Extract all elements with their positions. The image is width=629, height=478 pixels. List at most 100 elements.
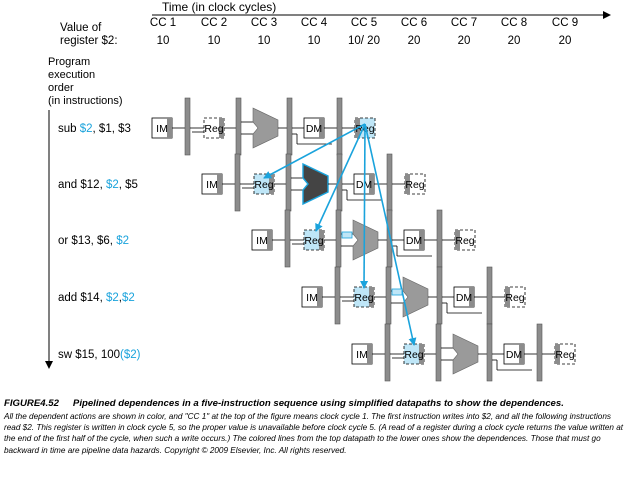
pipeline-register-bar	[436, 209, 443, 268]
register-value: 10	[208, 35, 221, 47]
pipeline-register-bar	[486, 266, 493, 325]
pipeline-register-bar	[336, 97, 343, 156]
instruction-text: add $14,	[58, 292, 106, 304]
register-value: 20	[559, 35, 572, 47]
instruction-label: sw $15, 100($2)	[58, 349, 141, 361]
register-file-read-label: Reg	[404, 349, 423, 361]
pipeline-register-bar	[335, 209, 342, 268]
instruction-memory: IM	[301, 286, 323, 308]
dependence-lines	[263, 123, 417, 346]
caption-title-text: Pipelined dependences in a five-instruct…	[72, 398, 564, 409]
instruction-text: , $1, $3	[93, 123, 131, 135]
pipeline-register-bar	[235, 97, 242, 156]
register-value: 10/ 20	[348, 35, 380, 47]
instruction-label: sub $2, $1, $3	[58, 123, 131, 135]
clock-cycle-label: CC 9	[552, 17, 578, 29]
write-half-shade	[267, 230, 272, 250]
write-half-shade	[369, 174, 374, 194]
pipeline-row: IM Reg DM Reg	[351, 323, 576, 382]
register-value: 10	[308, 35, 321, 47]
write-half-shade	[469, 287, 474, 307]
register-file-write-label: Reg	[505, 292, 524, 304]
pipeline-register-bar	[436, 266, 443, 325]
figure-number: FIGURE4.52	[4, 398, 59, 409]
forwarded-operand-highlight	[391, 288, 403, 296]
time-axis-label: Time (in clock cycles)	[162, 0, 276, 14]
dependence-arrow	[315, 123, 366, 232]
pipeline-register-bar	[386, 209, 393, 268]
data-memory-label: DM	[306, 123, 322, 135]
clock-cycle-label: CC 6	[401, 17, 427, 29]
program-order-line-2: execution	[48, 69, 95, 81]
pipeline-register-bar	[536, 323, 543, 382]
clock-cycle-label: CC 3	[251, 17, 277, 29]
instruction-memory: IM	[151, 117, 173, 139]
register-value: 10	[157, 35, 170, 47]
pipeline-register-bar	[184, 97, 191, 156]
data-memory-label: DM	[406, 235, 422, 247]
write-half-shade	[319, 230, 324, 250]
program-order-line-3: order	[48, 82, 74, 94]
dependence-arrow	[263, 123, 366, 179]
register-file-write-label: Reg	[555, 349, 574, 361]
register-value: 20	[408, 35, 421, 47]
instruction-memory-label: IM	[356, 349, 368, 361]
forwarded-operand-highlight	[341, 231, 353, 239]
pipeline-diagram: Time (in clock cycles) Value of register…	[45, 0, 611, 382]
write-half-shade	[419, 230, 424, 250]
register-file-read: Reg	[403, 343, 425, 365]
register-file-write-label: Reg	[455, 235, 474, 247]
data-memory: DM	[503, 343, 525, 365]
pipeline-register-bar	[435, 323, 442, 382]
figure-caption: FIGURE4.52 Pipelined dependences in a fiv…	[4, 398, 626, 456]
register-file-read-label: Reg	[254, 179, 273, 191]
register-ref-highlighted: $2	[116, 235, 129, 247]
instruction-memory: IM	[251, 229, 273, 251]
alu-shape	[402, 276, 429, 318]
caption-title: FIGURE4.52 Pipelined dependences in a fiv…	[4, 398, 626, 410]
register-ref-highlighted: ($2)	[120, 349, 141, 361]
instruction-text: or $13, $6,	[58, 235, 116, 247]
instruction-text: , $5	[119, 179, 138, 191]
write-half-shade	[269, 174, 274, 194]
alu-shape	[452, 333, 479, 375]
pipeline-rows: IMRegDMRegIMRegDMRegIMRegDMRegIMRegDMReg…	[151, 97, 576, 382]
instruction-text: sub	[58, 123, 80, 135]
clock-cycle-label: CC 5	[351, 17, 377, 29]
register-file-read: Reg	[253, 173, 275, 195]
register-file-read: Reg	[353, 286, 375, 308]
clock-cycle-label: CC 8	[501, 17, 527, 29]
register-file-read-label: Reg	[354, 292, 373, 304]
register-ref-highlighted: $2	[106, 292, 119, 304]
register-file-write: Reg	[554, 343, 576, 365]
read-half-shade	[405, 174, 410, 194]
write-half-shade	[369, 287, 374, 307]
instruction-label: or $13, $6, $2	[58, 235, 129, 247]
register-value: 10	[258, 35, 271, 47]
write-half-shade	[219, 118, 224, 138]
program-order-line-4: (in instructions)	[48, 95, 123, 107]
pipeline-register-bar	[334, 266, 341, 325]
register-file-read: Reg	[303, 229, 325, 251]
pipeline-register-bar	[486, 323, 493, 382]
read-half-shade	[455, 230, 460, 250]
register-ref-highlighted: $2	[122, 292, 135, 304]
caption-body: All the dependent actions are shown in c…	[4, 412, 624, 455]
alu-shape	[252, 107, 279, 149]
write-half-shade	[519, 344, 524, 364]
register-file-write: Reg	[504, 286, 526, 308]
program-order-label: Program execution order (in instructions…	[48, 56, 123, 107]
instruction-memory-label: IM	[256, 235, 268, 247]
data-memory-label: DM	[456, 292, 472, 304]
clock-cycle-label: CC 1	[150, 17, 176, 29]
write-half-shade	[167, 118, 172, 138]
data-memory: DM	[403, 229, 425, 251]
write-half-shade	[317, 287, 322, 307]
register-file-write-label: Reg	[405, 179, 424, 191]
register-file-write: Reg	[404, 173, 426, 195]
instruction-text: sw $15, 100	[58, 349, 120, 361]
